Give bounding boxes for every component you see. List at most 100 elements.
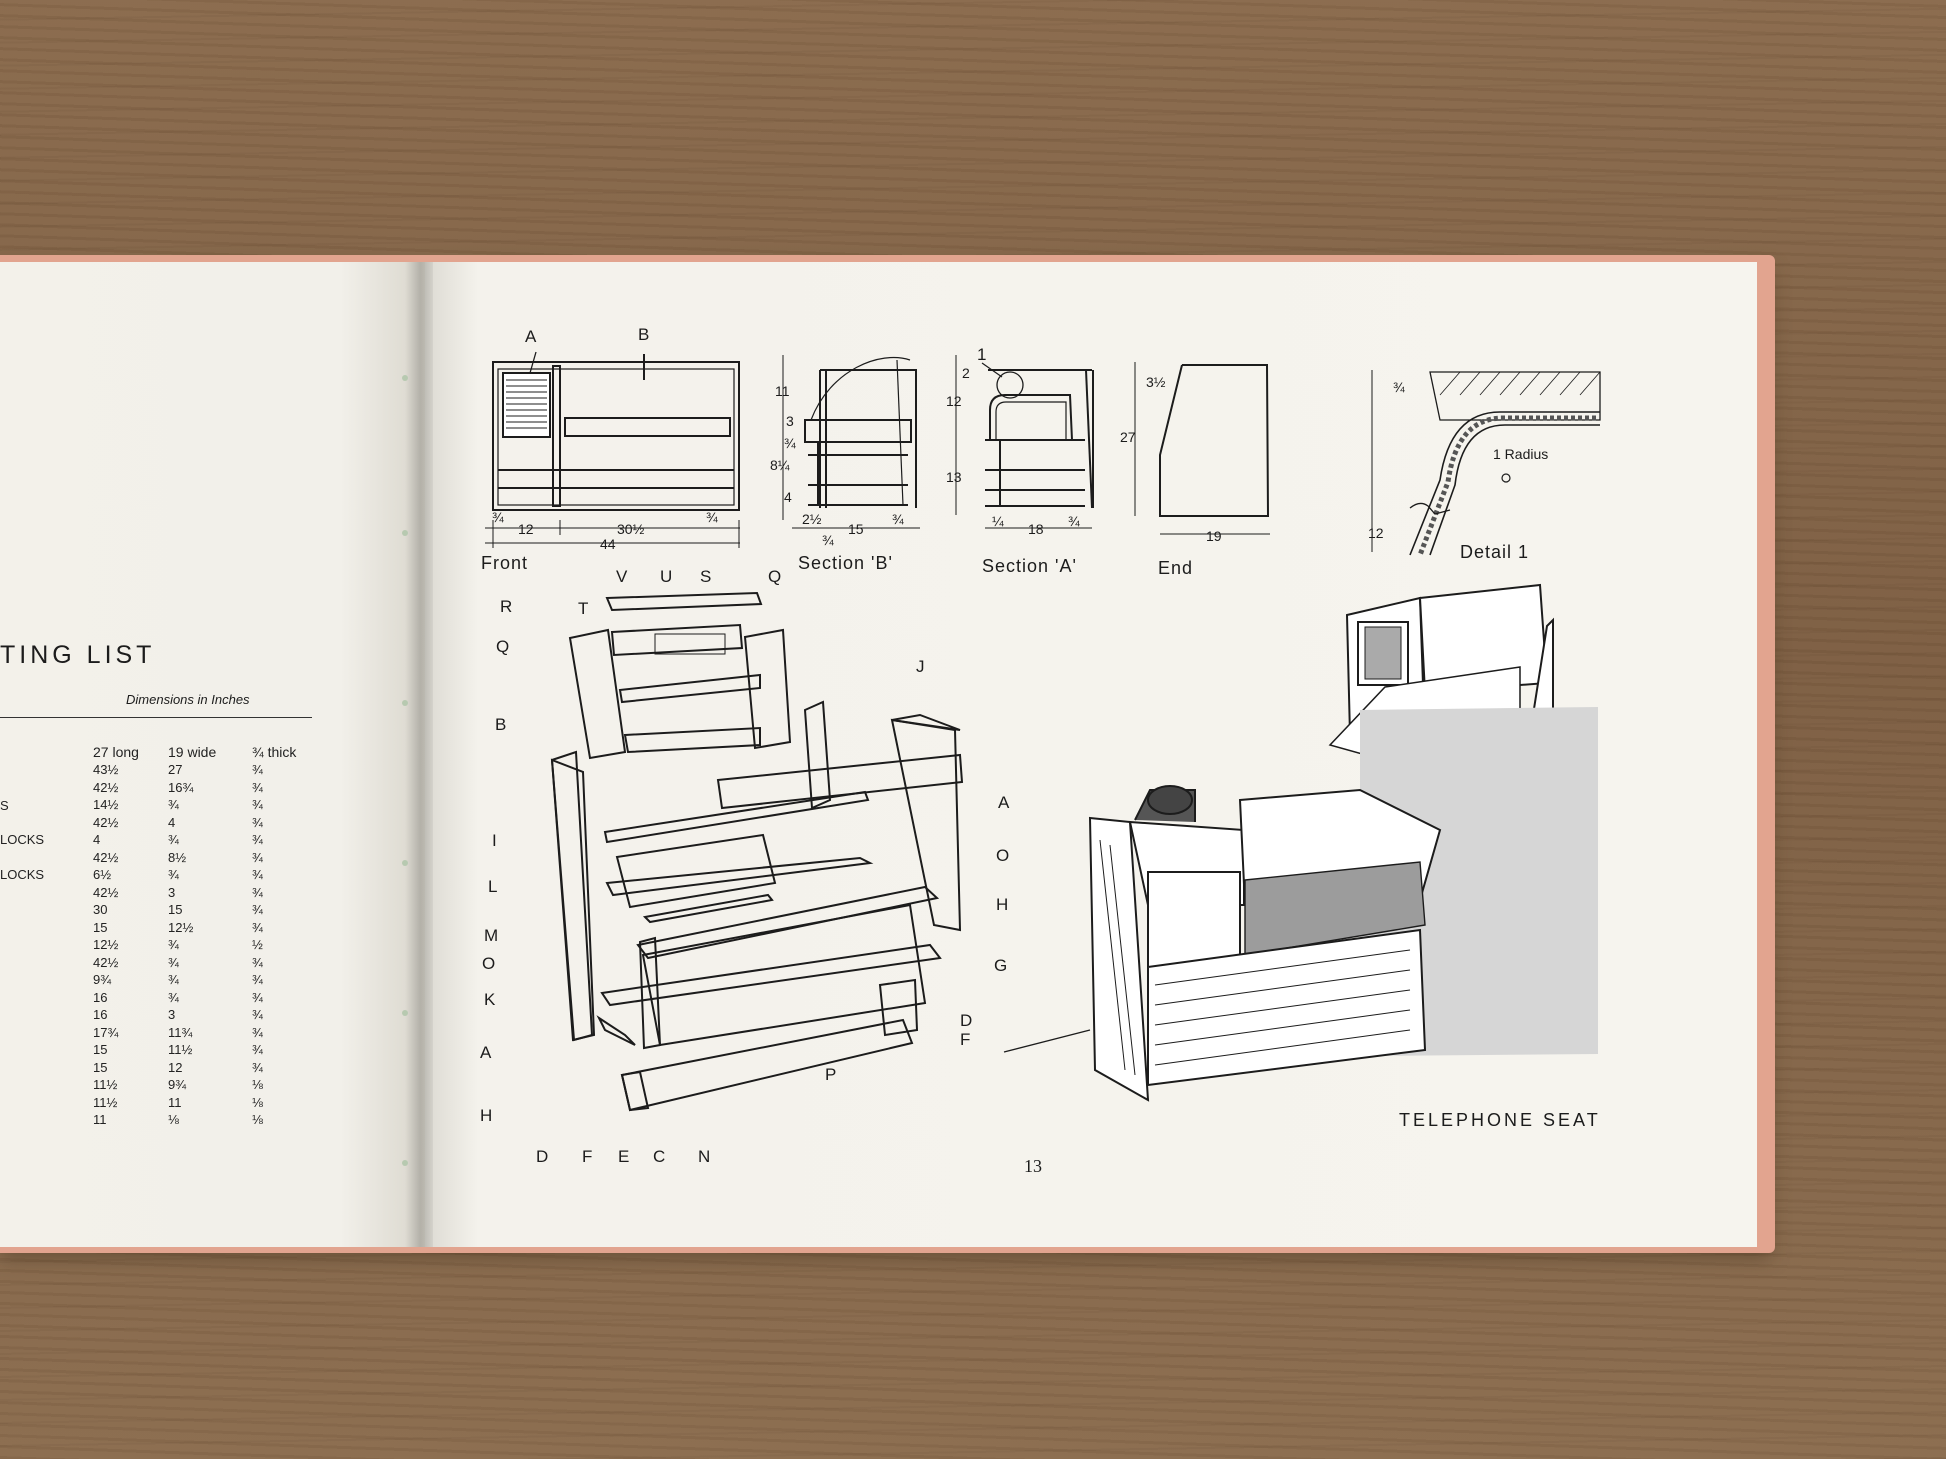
binding-stitch [402, 1160, 408, 1166]
table-cell: ¾ [168, 832, 179, 847]
table-cell: 16 [93, 1007, 108, 1022]
table-cell: 6½ [93, 867, 112, 882]
column-header-thick: ¾ thick [252, 744, 297, 760]
table-cell: 17¾ [93, 1024, 119, 1040]
table-cell: ¾ [252, 797, 263, 812]
part-label-i: I [492, 831, 497, 850]
table-cell: 3 [168, 1007, 176, 1022]
part-label-h: H [480, 1106, 492, 1125]
binding-stitch [402, 700, 408, 706]
section-a-dim: ¼ [992, 513, 1004, 529]
table-cell: ¾ [252, 1024, 263, 1040]
table-cell: 11 [93, 1112, 107, 1127]
front-dim: 12 [518, 521, 534, 537]
part-labels: V U S Q R T Q J B A I O L H M O G K D F … [480, 567, 1010, 1166]
table-cell: 30 [93, 902, 108, 917]
part-label-m: M [484, 926, 498, 945]
part-label-u: U [660, 567, 672, 586]
table-cell: 11½ [93, 1077, 118, 1092]
table-cell: 42½ [93, 814, 119, 830]
table-cell: 8½ [168, 849, 187, 865]
row-label: LOCKS [0, 867, 45, 882]
front-dim-total: 44 [600, 536, 616, 552]
table-cell: 9¾ [168, 1077, 187, 1092]
table-cell: 15 [168, 902, 183, 917]
table-cell: ¾ [252, 1042, 263, 1057]
section-b-dim: 8¼ [770, 457, 790, 473]
detail-caption: Detail 1 [1460, 542, 1529, 562]
end-dim: 19 [1206, 528, 1222, 544]
part-label-j: J [916, 657, 925, 676]
cutting-list-title: TING LIST [0, 641, 156, 669]
table-cell: ¾ [252, 1007, 263, 1022]
column-header-long: 27 long [93, 744, 139, 760]
table-cell: 42½ [93, 849, 119, 865]
front-label-b: B [638, 325, 649, 344]
radius-note: 1 Radius [1493, 446, 1548, 462]
table-cell: ¾ [252, 814, 263, 830]
end-view-caption: End [1158, 558, 1193, 578]
table-cell: ¾ [252, 972, 263, 987]
binding-stitch [402, 860, 408, 866]
table-cell: ¾ [252, 779, 263, 795]
table-cell: 16¾ [168, 779, 194, 795]
end-dim: 27 [1120, 429, 1136, 445]
table-cell: 4 [93, 832, 101, 847]
part-label-d: D [536, 1147, 548, 1166]
column-header-wide: 19 wide [168, 744, 217, 760]
table-cell: 11½ [93, 1094, 118, 1110]
part-label-t: T [578, 599, 588, 618]
section-a-marker: 1 [977, 345, 986, 364]
table-cell: 42½ [93, 954, 119, 970]
table-cell: ¾ [252, 849, 263, 865]
section-b-dim: 2½ [802, 511, 822, 527]
part-label-o: O [996, 846, 1009, 865]
table-cell: 16 [93, 989, 108, 1005]
table-cell: ¾ [168, 972, 179, 987]
section-b-dim: ¾ [892, 511, 904, 527]
table-cell: ⅛ [252, 1112, 263, 1127]
table-cell: ¾ [168, 797, 179, 812]
part-label-a: A [480, 1043, 492, 1062]
section-a-dim: ¾ [1068, 513, 1080, 529]
part-label-v: V [616, 567, 628, 586]
table-cell: 9¾ [93, 972, 112, 987]
table-cell: 12½ [168, 919, 194, 935]
part-label-p: P [825, 1065, 836, 1084]
section-b-drawing [782, 355, 920, 529]
section-a-drawing [955, 355, 1094, 529]
table-cell: ¾ [252, 919, 263, 935]
book-gutter [405, 262, 433, 1247]
part-label-o: O [482, 954, 495, 973]
table-cell: ¾ [252, 762, 263, 777]
table-cell: 3 [168, 884, 176, 900]
left-page [0, 262, 427, 1247]
section-b-dim: 3 [786, 413, 794, 429]
table-cell: 14½ [93, 797, 119, 812]
header-rule [0, 717, 312, 718]
section-a-dim: 12 [946, 393, 962, 409]
table-cell: 4 [168, 814, 176, 830]
part-label-f: F [960, 1030, 970, 1049]
detail-dim: ¾ [1393, 379, 1405, 395]
units-label: Dimensions in Inches [126, 692, 250, 707]
table-cell: 15 [93, 919, 108, 935]
part-label-g: G [994, 956, 1007, 975]
large-seat-illustration [1003, 707, 1598, 1102]
part-label-r: R [500, 597, 512, 616]
table-cell: ¾ [168, 954, 179, 970]
part-label-f: F [582, 1147, 592, 1166]
row-label: LOCKS [0, 832, 45, 847]
binding-stitch [402, 375, 408, 381]
table-cell: ¾ [252, 902, 263, 917]
front-dim: 30½ [617, 521, 645, 537]
page-number: 13 [1024, 1156, 1042, 1176]
table-cell: 12½ [93, 937, 119, 952]
table-cell: 11¾ [168, 1024, 193, 1040]
section-b-dim: 11 [775, 383, 790, 399]
part-label-c: C [653, 1147, 665, 1166]
part-label-n: N [698, 1147, 710, 1166]
table-cell: ¾ [252, 867, 263, 882]
part-label-d: D [960, 1011, 972, 1030]
